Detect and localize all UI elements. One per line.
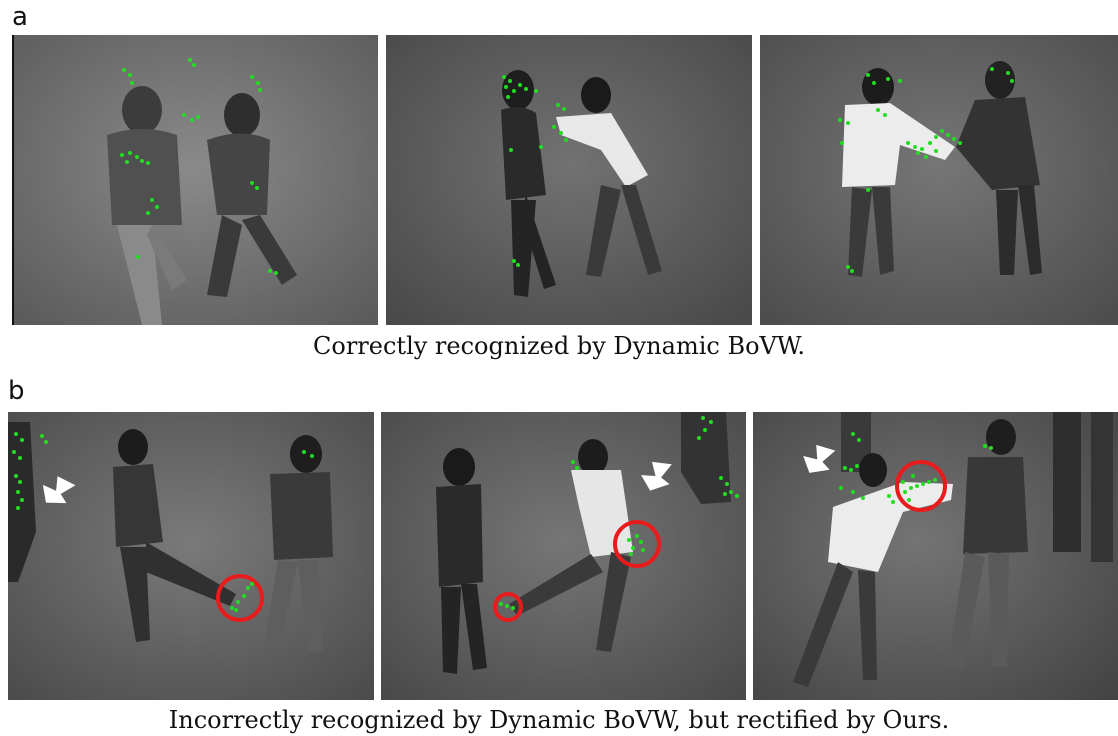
frame-b2 [381, 412, 746, 700]
scene-a3 [760, 35, 1118, 325]
highlight-circle [493, 592, 523, 622]
scene-a2 [386, 35, 752, 325]
frame-a1 [12, 35, 378, 325]
caption-a: Correctly recognized by Dynamic BoVW. [313, 332, 805, 360]
arrow-marker [803, 444, 836, 473]
panel-label-b: b [8, 376, 25, 406]
frame-b3 [753, 412, 1118, 700]
scene-b2 [381, 412, 746, 700]
highlight-circle [895, 460, 947, 512]
frame-b1 [8, 412, 374, 700]
frame-a3 [760, 35, 1118, 325]
arrow-marker [641, 461, 672, 491]
scene-b3 [753, 412, 1118, 700]
scene-a1 [12, 35, 378, 325]
scene-b1 [8, 412, 374, 700]
frame-a2 [386, 35, 752, 325]
caption-b: Incorrectly recognized by Dynamic BoVW, … [168, 706, 950, 734]
highlight-circle [216, 574, 264, 622]
arrow-marker [42, 476, 76, 504]
panel-label-a: a [12, 2, 28, 32]
highlight-circle [613, 520, 661, 568]
